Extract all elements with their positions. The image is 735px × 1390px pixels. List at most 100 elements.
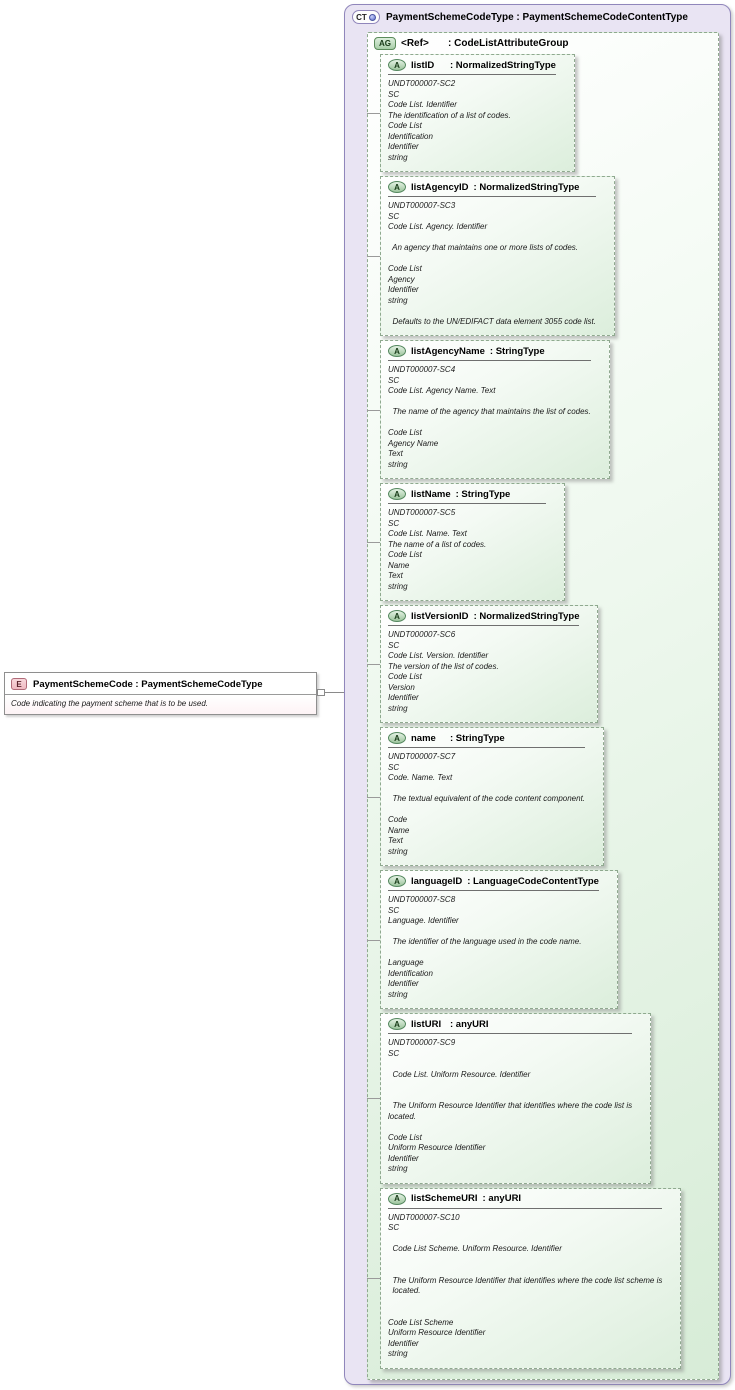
attribute-separator	[388, 1207, 663, 1209]
attribute-box[interactable]: A listAgencyName : StringType UNDT000007…	[367, 340, 610, 479]
attribute-separator	[388, 890, 599, 891]
attribute-badge-icon: A	[388, 732, 406, 744]
attribute-badge-icon: A	[388, 488, 406, 500]
doc-line	[388, 1122, 632, 1133]
doc-line: Defaults to the UN/EDIFACT data element …	[388, 316, 596, 326]
doc-line: The Uniform Resource Identifier that ide…	[388, 1101, 633, 1110]
doc-line: UNDT000007-SC8	[388, 895, 456, 904]
attribute-type: : NormalizedStringType	[450, 59, 556, 71]
doc-line	[388, 1265, 662, 1276]
attribute-separator	[388, 747, 586, 748]
attribute-header: A listURI : anyURI	[388, 1018, 632, 1030]
attributegroup-header: AG <Ref> : CodeListAttributeGroup	[368, 33, 718, 54]
doc-line: Code List. Agency. Identifier	[388, 222, 488, 231]
complextype-box[interactable]: CT PaymentSchemeCodeType : PaymentScheme…	[344, 4, 731, 1385]
attributegroup-box[interactable]: AG <Ref> : CodeListAttributeGroup A list…	[366, 32, 719, 1380]
content-model-icon	[368, 13, 376, 21]
doc-line	[388, 254, 596, 265]
attribute-name: listSchemeURI	[411, 1193, 478, 1204]
doc-line: Identifier	[388, 693, 419, 702]
doc-line	[388, 306, 596, 317]
attribute-separator	[388, 1033, 633, 1034]
doc-line: string	[388, 703, 408, 713]
element-header: E PaymentSchemeCode : PaymentSchemeCodeT…	[5, 673, 316, 694]
doc-line: UNDT000007-SC9	[388, 1038, 456, 1047]
attribute-separator	[388, 625, 580, 626]
attribute-name: listName	[411, 488, 451, 500]
element-paymentschemecode[interactable]: E PaymentSchemeCode : PaymentSchemeCodeT…	[4, 672, 317, 715]
attribute-name: languageID	[411, 875, 463, 887]
attribute-type: : NormalizedStringType	[473, 610, 580, 622]
doc-line: string	[388, 846, 408, 856]
doc-line: Code List	[388, 264, 422, 273]
attribute-header: A listID : NormalizedStringType	[388, 59, 556, 71]
attribute-box[interactable]: A languageID : LanguageCodeContentType U…	[367, 870, 618, 1009]
doc-line: Code List	[388, 121, 422, 130]
attribute-type: : StringType	[489, 345, 545, 357]
doc-line: located.	[388, 1111, 417, 1121]
doc-line: Code List	[388, 1132, 422, 1142]
doc-line	[388, 418, 591, 429]
element-badge-icon: E	[11, 678, 27, 690]
doc-line	[388, 1255, 662, 1266]
doc-line: Agency	[388, 274, 415, 284]
attribute-box[interactable]: A listAgencyID : NormalizedStringType UN…	[367, 176, 615, 336]
attribute-name: listAgencyID	[411, 181, 469, 193]
attribute-box[interactable]: A listSchemeURI : anyURI UNDT000007-SC10…	[366, 1187, 682, 1369]
doc-line: Name	[388, 560, 410, 570]
doc-line: SC	[388, 905, 400, 915]
doc-line: Identification	[388, 131, 433, 141]
doc-line: UNDT000007-SC10	[388, 1212, 460, 1222]
doc-line: Identifier	[388, 1153, 419, 1163]
connector-line	[325, 692, 344, 693]
doc-line: UNDT000007-SC3	[388, 201, 456, 210]
doc-line: Code	[388, 815, 408, 824]
attribute-badge-icon: A	[388, 59, 406, 71]
doc-line: SC	[388, 211, 400, 221]
doc-line: Agency Name	[388, 438, 439, 448]
doc-line	[388, 1234, 662, 1245]
doc-line	[388, 927, 599, 938]
doc-line: SC	[388, 1048, 400, 1058]
doc-line	[388, 805, 585, 816]
doc-line: The name of a list of codes.	[388, 539, 487, 549]
attribute-name: listVersionID	[411, 610, 469, 622]
doc-line: Identifier	[388, 1338, 419, 1348]
doc-line: UNDT000007-SC7	[388, 752, 456, 761]
doc-line: Uniform Resource Identifier	[388, 1143, 486, 1152]
attribute-header: A listAgencyID : NormalizedStringType	[388, 181, 596, 193]
doc-line	[388, 948, 599, 959]
attributegroup-type: : CodeListAttributeGroup	[448, 38, 569, 49]
doc-line: The Uniform Resource Identifier that ide…	[388, 1275, 663, 1285]
attribute-header: A listVersionID : NormalizedStringType	[388, 610, 579, 622]
doc-line: Code List. Identifier	[388, 100, 457, 109]
attribute-box[interactable]: A listVersionID : NormalizedStringType U…	[366, 605, 599, 723]
doc-line: Code List	[388, 428, 422, 437]
attribute-type: : anyURI	[450, 1018, 489, 1030]
doc-line: Code List	[388, 672, 422, 681]
attribute-badge-icon: A	[388, 345, 406, 357]
attribute-badge-icon: A	[388, 610, 406, 622]
doc-line: SC	[388, 640, 400, 650]
attribute-header: A name : StringType	[388, 732, 585, 744]
doc-line: The name of the agency that maintains th…	[388, 407, 591, 416]
attribute-badge-icon: A	[388, 1018, 406, 1030]
doc-line	[388, 1307, 662, 1318]
element-title: PaymentSchemeCode : PaymentSchemeCodeTyp…	[33, 678, 263, 690]
doc-line: Code List. Agency Name. Text	[388, 386, 496, 395]
attribute-separator	[388, 360, 591, 361]
doc-line: string	[388, 295, 408, 305]
doc-line: Text	[388, 836, 403, 845]
attribute-name: listID	[411, 59, 435, 71]
attribute-box[interactable]: A listID : NormalizedStringType UNDT0000…	[367, 54, 575, 172]
attribute-name: listURI	[411, 1018, 442, 1030]
